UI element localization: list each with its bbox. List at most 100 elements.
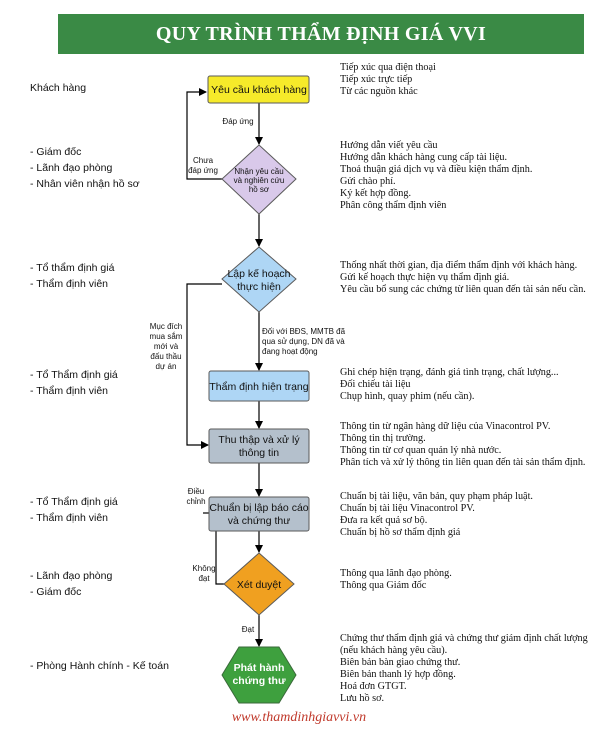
desc-block-receive: Hướng dẫn viết yêu cầu Hướng dẫn khách h…: [340, 140, 532, 212]
desc-line: Thông qua lãnh đạo phòng.: [340, 568, 452, 579]
desc-line: Gửi kế hoạch thực hiện vụ thẩm định giá.: [340, 272, 510, 283]
desc-line: Biên bản bàn giao chứng thư.: [340, 657, 461, 668]
edge-label-adjust: Điều: [188, 487, 204, 496]
edge-label-purchase: đấu thầu: [150, 352, 181, 361]
edge-label-not-satisfied: Chưa: [193, 156, 214, 165]
role-line: - Thẩm định viên: [30, 278, 109, 290]
edge-label-satisfied: Đáp ứng: [222, 117, 253, 126]
website-link[interactable]: www.thamdinhgiavvi.vn: [231, 710, 367, 725]
desc-line: Thông tin từ cơ quan quản lý nhà nước.: [340, 445, 502, 456]
node-label: Thu thập và xử lý: [218, 434, 300, 446]
role-block-inspection: - Tổ Thẩm định giá - Thẩm định viên: [30, 367, 118, 399]
role-line: - Phòng Hành chính - Kế toán: [30, 660, 169, 672]
desc-line: Chuẩn bị tài liệu Vinacontrol PV.: [340, 503, 475, 514]
desc-line: Yêu cầu bổ sung các chứng từ liên quan đ…: [340, 284, 586, 295]
role-line: - Tổ thẩm định giá: [30, 262, 115, 274]
role-line: - Giám đốc: [30, 586, 82, 598]
page-title: QUY TRÌNH THẨM ĐỊNH GIÁ VVI: [155, 22, 487, 45]
role-line: - Thẩm định viên: [30, 512, 109, 524]
node-receive-research: [221, 144, 297, 215]
desc-line: Thông tin từ ngân hàng dữ liệu của Vinac…: [340, 421, 551, 432]
node-customer-request: [207, 75, 310, 104]
desc-line: Đưa ra kết quả sơ bộ.: [340, 515, 428, 526]
node-field-inspection: [208, 370, 310, 402]
desc-block-inspect: Ghi chép hiện trạng, đánh giá tình trạng…: [340, 367, 559, 403]
edge-label-not-approved: Không: [192, 564, 215, 573]
desc-block-plan: Thống nhất thời gian, địa điểm thẩm định…: [340, 260, 586, 296]
desc-line: Tiếp xúc trực tiếp: [340, 74, 413, 85]
node-label: hồ sơ: [249, 185, 270, 194]
desc-line: Biên bản thanh lý hợp đồng.: [340, 669, 456, 680]
node-label: chứng thư: [232, 675, 286, 687]
desc-line: Chuẩn bị tài liệu, văn bản, quy phạm phá…: [340, 491, 533, 502]
node-label: và chứng thư: [228, 515, 291, 527]
desc-line: Phân công thẩm định viên: [340, 200, 447, 211]
edge-label-not-approved: đạt: [198, 574, 210, 583]
desc-line: Ký kết hợp đồng.: [340, 188, 412, 199]
edge-label-purchase: Mục đích: [150, 322, 182, 331]
role-line: - Lãnh đạo phòng: [30, 570, 113, 582]
desc-block-issue: Chứng thư thẩm định giá và chứng thư giá…: [340, 633, 588, 705]
node-label: Xét duyệt: [237, 579, 281, 591]
role-block-report: - Tổ Thẩm định giá - Thẩm định viên: [30, 494, 118, 526]
desc-line: Thông tin thị trường.: [340, 433, 426, 444]
desc-line: Tiếp xúc qua điện thoại: [340, 62, 436, 73]
role-line: - Thẩm định viên: [30, 385, 109, 397]
role-block-issuance: - Phòng Hành chính - Kế toán: [30, 658, 169, 674]
desc-line: Hướng dẫn khách hàng cung cấp tài liệu.: [340, 152, 508, 163]
desc-line: Chụp hình, quay phim (nếu cần).: [340, 391, 475, 402]
node-label: Thẩm định hiện trạng: [209, 381, 308, 393]
edge-label-approved: Đạt: [242, 625, 255, 634]
desc-line: Thông qua Giám đốc: [340, 580, 427, 591]
node-label: Chuẩn bị lập báo cáo: [209, 502, 308, 514]
edge-label-not-satisfied: đáp ứng: [188, 166, 218, 175]
node-label: Phát hành: [234, 662, 285, 674]
role-line: - Nhân viên nhận hồ sơ: [30, 178, 140, 190]
role-block-approval: - Lãnh đạo phòng - Giám đốc: [30, 568, 112, 600]
node-label: Nhận yêu cầu: [234, 167, 283, 176]
desc-block-prepare: Chuẩn bị tài liệu, văn bản, quy phạm phá…: [340, 491, 533, 539]
desc-line: Thoả thuận giá dịch vụ và điều kiện thẩm…: [340, 164, 533, 175]
edge-label-adjust: chỉnh: [186, 497, 205, 506]
node-issue-certificate: [221, 646, 297, 704]
node-label: thông tin: [239, 447, 279, 459]
desc-block-collect: Thông tin từ ngân hàng dữ liệu của Vinac…: [340, 421, 585, 469]
node-plan: [221, 246, 297, 313]
edge-purchase-bypass: [186, 283, 222, 449]
edge-label-used-assets: đang hoạt động: [262, 347, 318, 356]
desc-line: Chứng thư thẩm định giá và chứng thư giá…: [340, 633, 588, 644]
node-collect-info: [208, 428, 310, 464]
role-line: - Tổ Thẩm định giá: [30, 496, 118, 508]
edge-label-purchase: mới và: [154, 342, 179, 351]
desc-line: Chuẩn bị hồ sơ thẩm định giá: [340, 527, 461, 538]
desc-line: Gửi chào phí.: [340, 176, 396, 187]
role-line: - Giám đốc: [30, 146, 82, 158]
desc-line: Ghi chép hiện trạng, đánh giá tình trạng…: [340, 367, 559, 378]
desc-line: (nếu khách hàng yêu cầu).: [340, 645, 448, 656]
role-line: Khách hàng: [30, 82, 87, 94]
role-line: - Tổ Thẩm định giá: [30, 369, 118, 381]
node-label: và nghiên cứu: [234, 176, 285, 185]
desc-block-review: Thông qua lãnh đạo phòng. Thông qua Giám…: [340, 568, 452, 592]
desc-line: Thống nhất thời gian, địa điểm thẩm định…: [340, 260, 578, 271]
desc-block-request: Tiếp xúc qua điện thoại Tiếp xúc trực ti…: [340, 62, 436, 98]
role-block-intake: - Giám đốc - Lãnh đạo phòng - Nhân viên …: [30, 144, 140, 192]
node-label: Yêu cầu khách hàng: [211, 84, 307, 96]
desc-line: Lưu hồ sơ.: [340, 693, 385, 704]
node-label: Lập kế hoạch: [227, 268, 290, 280]
edge-label-purchase: mua sắm: [150, 332, 183, 341]
title-banner: QUY TRÌNH THẨM ĐỊNH GIÁ VVI: [58, 14, 584, 54]
desc-line: Hoá đơn GTGT.: [340, 681, 407, 692]
node-label: thực hiện: [237, 281, 281, 293]
node-prepare-report: [208, 496, 310, 532]
edge-not-satisfied-loop: [186, 88, 222, 180]
edge-label-used-assets: qua sử dụng, DN đã và: [262, 337, 345, 346]
role-line: - Lãnh đạo phòng: [30, 162, 113, 174]
desc-line: Hướng dẫn viết yêu cầu: [340, 140, 438, 151]
desc-line: Đối chiếu tài liệu: [340, 379, 411, 390]
node-review: [223, 552, 295, 616]
desc-line: Từ các nguồn khác: [340, 86, 418, 97]
desc-line: Phân tích và xử lý thông tin liên quan đ…: [340, 457, 586, 468]
role-block-customer: Khách hàng: [30, 80, 86, 96]
